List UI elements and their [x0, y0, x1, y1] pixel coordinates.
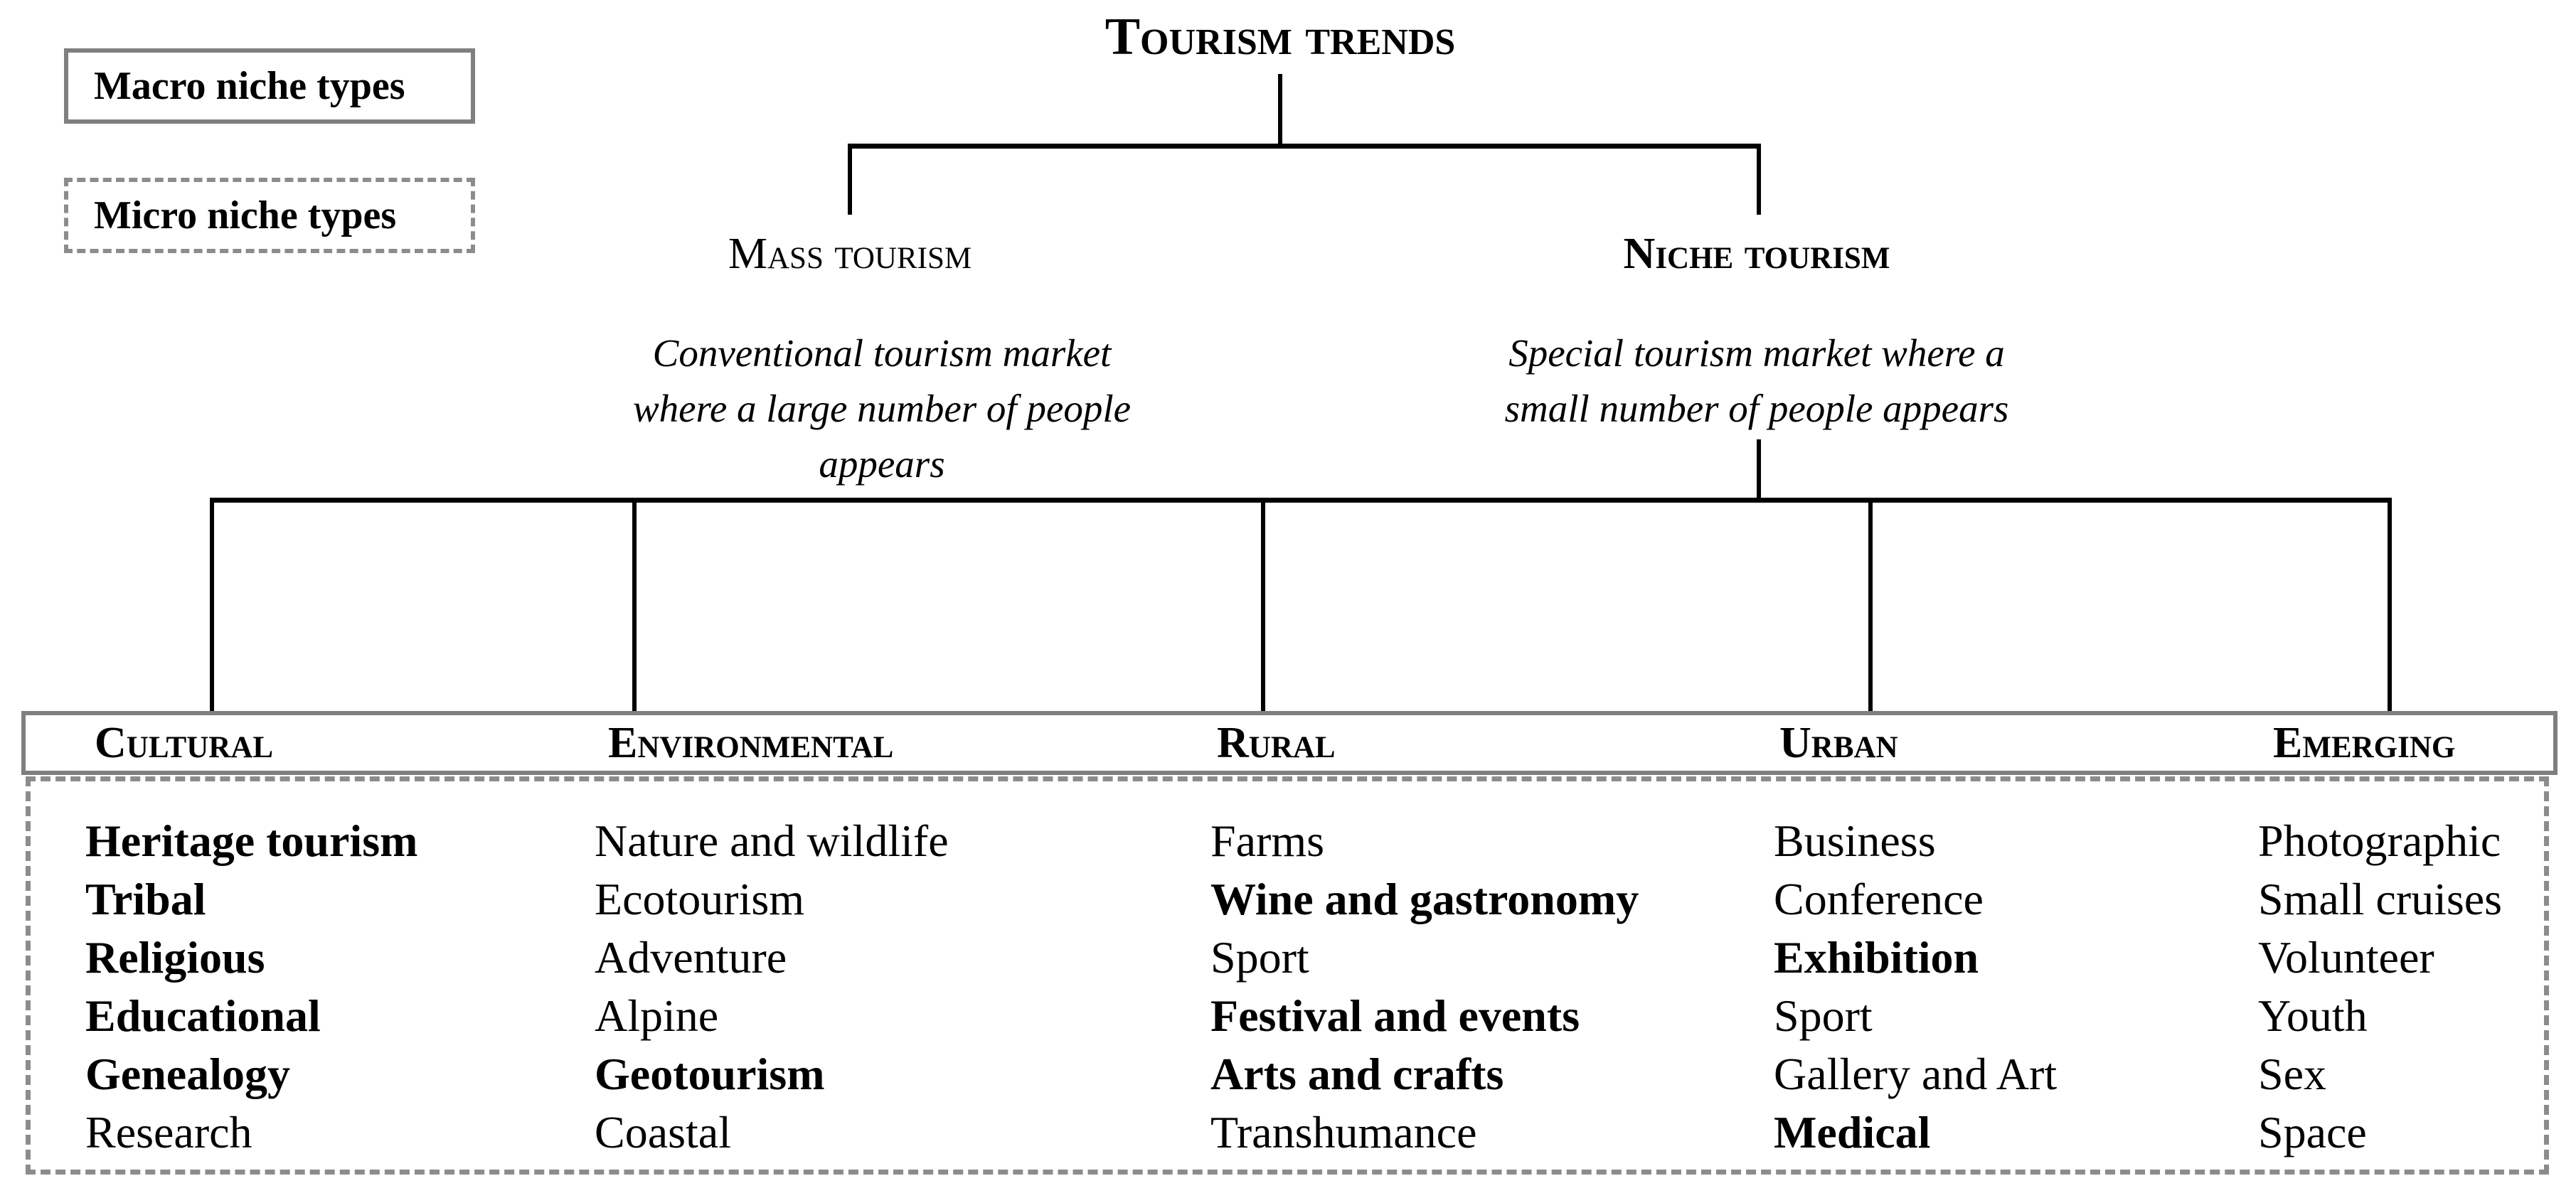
- list-item: Sex: [2258, 1049, 2326, 1099]
- branch-mass-label: Mass tourism: [728, 230, 972, 278]
- connector-mass-drop: [848, 144, 852, 215]
- list-item: Heritage tourism: [85, 815, 418, 866]
- category-header-urban: Urban: [1779, 719, 1898, 767]
- connector-title-stem: [1278, 74, 1282, 146]
- list-item: Space: [2258, 1107, 2367, 1157]
- legend-macro-box: Macro niche types: [64, 48, 475, 124]
- connector-environmental-drop: [632, 500, 637, 712]
- connector-level1-bar: [848, 144, 1761, 149]
- page-title: Tourism trends: [1105, 8, 1456, 66]
- list-item: Exhibition: [1774, 932, 1979, 983]
- list-item: Tribal: [85, 874, 206, 924]
- list-item: Geotourism: [595, 1049, 825, 1099]
- list-item: Conference: [1774, 874, 1984, 924]
- list-item: Medical: [1774, 1107, 1931, 1157]
- list-item: Research: [85, 1107, 252, 1157]
- legend-micro-box: Micro niche types: [64, 178, 475, 253]
- list-item: Business: [1774, 815, 1936, 866]
- category-header-rural: Rural: [1217, 719, 1336, 767]
- legend-macro-label: Macro niche types: [94, 64, 405, 108]
- list-item: Wine and gastronomy: [1210, 874, 1639, 924]
- mass-description: Conventional tourism market where a larg…: [541, 326, 1223, 492]
- list-item: Farms: [1210, 815, 1324, 866]
- niche-description-line: small number of people appears: [1504, 387, 2009, 430]
- legend-micro-label: Micro niche types: [94, 193, 397, 237]
- mass-description-line: appears: [819, 442, 945, 486]
- list-item: Festival and events: [1210, 990, 1580, 1041]
- mass-description-line: Conventional tourism market: [652, 331, 1112, 375]
- category-header-cultural: Cultural: [95, 719, 274, 767]
- connector-niche-drop: [1757, 144, 1761, 215]
- list-item: Genealogy: [85, 1049, 290, 1099]
- list-item: Transhumance: [1210, 1107, 1477, 1157]
- mass-description-line: where a large number of people: [632, 387, 1132, 430]
- list-item: Gallery and Art: [1774, 1049, 2058, 1099]
- connector-urban-drop: [1868, 500, 1873, 712]
- list-item: Educational: [85, 990, 321, 1041]
- connector-niche-stem: [1757, 439, 1761, 501]
- list-item: Youth: [2258, 990, 2368, 1041]
- connector-cultural-drop: [210, 500, 214, 712]
- micro-list-box: [26, 776, 2549, 1175]
- list-item: Nature and wildlife: [595, 815, 949, 866]
- list-item: Photographic: [2258, 815, 2501, 866]
- macro-header-box: [21, 711, 2558, 775]
- list-item: Adventure: [595, 932, 787, 983]
- list-item: Ecotourism: [595, 874, 805, 924]
- list-item: Arts and crafts: [1210, 1049, 1504, 1099]
- list-item: Volunteer: [2258, 932, 2434, 983]
- niche-description-line: Special tourism market where a: [1508, 331, 2005, 375]
- list-item: Small cruises: [2258, 874, 2503, 924]
- list-item: Coastal: [595, 1107, 731, 1157]
- category-header-emerging: Emerging: [2273, 719, 2456, 767]
- niche-description: Special tourism market where a small num…: [1415, 326, 2098, 437]
- connector-level2-bar: [210, 498, 2392, 503]
- list-item: Alpine: [595, 990, 719, 1041]
- connector-rural-drop: [1261, 500, 1265, 712]
- branch-niche-label: Niche tourism: [1623, 230, 1890, 278]
- list-item: Religious: [85, 932, 265, 983]
- list-item: Sport: [1210, 932, 1309, 983]
- category-header-environmental: Environmental: [608, 719, 894, 767]
- list-item: Sport: [1774, 990, 1873, 1041]
- connector-emerging-drop: [2388, 500, 2392, 712]
